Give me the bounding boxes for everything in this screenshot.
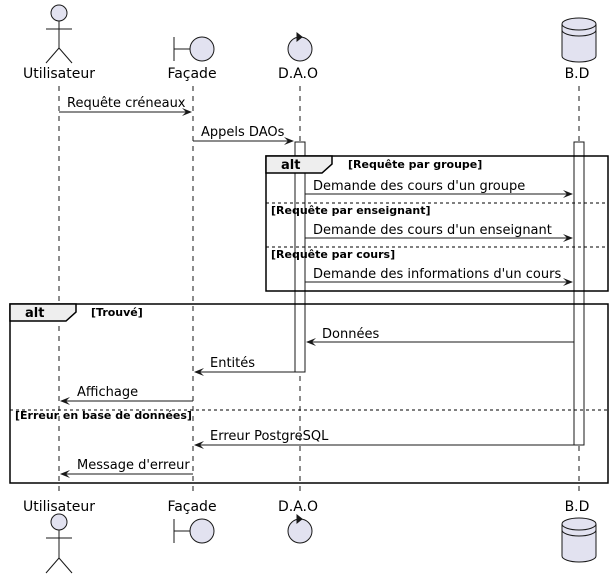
participant-dao-bottom: D.A.O xyxy=(278,499,318,515)
actor-icon-bottom xyxy=(45,513,73,574)
boundary-icon xyxy=(173,36,215,62)
message-label-9: Erreur PostgreSQL xyxy=(210,429,329,444)
inner-alt-keyword: alt xyxy=(281,158,300,173)
inner-alt-guard-3: [Requête par cours] xyxy=(271,248,395,261)
inner-alt-frame xyxy=(265,155,609,292)
activation-dao xyxy=(294,141,306,373)
message-label-7: Entités xyxy=(210,356,255,371)
message-label-8: Affichage xyxy=(77,385,138,400)
actor-icon xyxy=(45,4,73,64)
inner-alt-tab xyxy=(265,155,333,174)
participant-db-top: B.D xyxy=(565,66,590,82)
database-icon xyxy=(561,17,597,63)
message-label-10: Message d'erreur xyxy=(77,458,190,473)
inner-alt-guard-2: [Requête par enseignant] xyxy=(271,204,431,217)
message-label-4: Demande des cours d'un enseignant xyxy=(313,223,552,238)
participant-facade-top: Façade xyxy=(167,66,216,82)
message-label-5: Demande des informations d'un cours xyxy=(313,267,561,282)
message-label-6: Données xyxy=(322,327,379,342)
control-icon xyxy=(287,31,313,62)
participant-db-bottom: B.D xyxy=(565,499,590,515)
outer-alt-keyword: alt xyxy=(25,306,44,321)
activation-db xyxy=(573,141,585,446)
database-icon-bottom xyxy=(561,517,597,563)
outer-alt-frame xyxy=(9,303,609,484)
participant-facade-bottom: Façade xyxy=(167,499,216,515)
inner-alt-guard-1: [Requête par groupe] xyxy=(348,158,482,171)
participant-dao-top: D.A.O xyxy=(278,66,318,82)
message-label-2: Appels DAOs xyxy=(201,125,285,140)
outer-alt-guard-1: [Trouvé] xyxy=(91,306,143,319)
boundary-icon-bottom xyxy=(173,518,215,544)
control-icon-bottom xyxy=(287,513,313,544)
message-label-3: Demande des cours d'un groupe xyxy=(313,179,525,194)
outer-alt-guard-2: [Erreur en base de données] xyxy=(15,409,192,422)
outer-alt-tab xyxy=(9,303,77,322)
participant-user-top: Utilisateur xyxy=(23,66,95,82)
participant-user-bottom: Utilisateur xyxy=(23,499,95,515)
message-label-1: Requête créneaux xyxy=(67,96,186,111)
